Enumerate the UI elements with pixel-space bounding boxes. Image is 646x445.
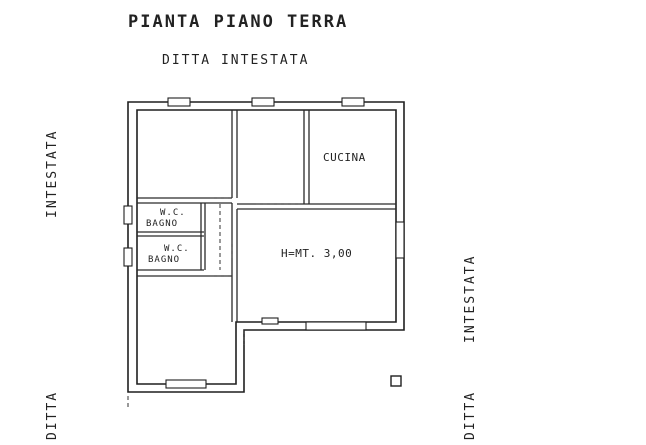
room-label-height: H=MT. 3,00 (281, 247, 352, 260)
neighbor-label-left-lower: DITTA (45, 391, 60, 440)
plan-title: PIANTA PIANO TERRA (128, 12, 348, 32)
windows (123, 97, 405, 389)
neighbor-label-left-upper: INTESTATA (45, 130, 60, 218)
column-symbol (390, 375, 402, 387)
room-label-wc1-line1: W.C. (160, 208, 186, 218)
room-label-kitchen: CUCINA (323, 151, 366, 164)
neighbor-label-right-upper: INTESTATA (463, 255, 478, 343)
room-label-wc2-line1: W.C. (164, 244, 190, 254)
neighbor-label-top: DITTA INTESTATA (162, 53, 309, 68)
interior-walls (137, 110, 396, 322)
door-markers (127, 197, 300, 410)
room-label-wc1-line2: BAGNO (146, 219, 178, 229)
room-label-wc2-line2: BAGNO (148, 255, 180, 265)
neighbor-label-right-lower: DITTA (463, 391, 478, 440)
